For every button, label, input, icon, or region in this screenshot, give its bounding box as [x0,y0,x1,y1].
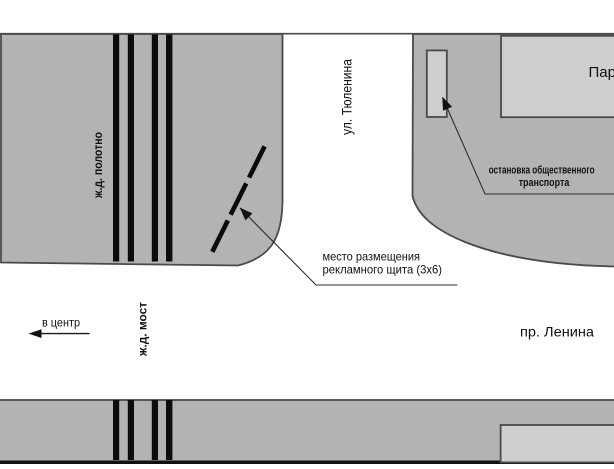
svg-text:пр. Ленина: пр. Ленина [520,324,594,340]
svg-text:остановка общественного: остановка общественного [489,165,595,177]
svg-text:рекламного щита (3х6): рекламного щита (3х6) [323,263,443,277]
svg-text:ул. Тюленина: ул. Тюленина [340,59,355,135]
svg-text:транспорта: транспорта [519,177,570,189]
svg-text:Парк: Парк [589,64,614,81]
svg-text:в центр: в центр [42,315,80,329]
svg-text:ж.д. мост: ж.д. мост [135,302,149,357]
svg-text:место размещения: место размещения [323,249,421,263]
svg-text:ж.д. полотно: ж.д. полотно [91,132,105,199]
